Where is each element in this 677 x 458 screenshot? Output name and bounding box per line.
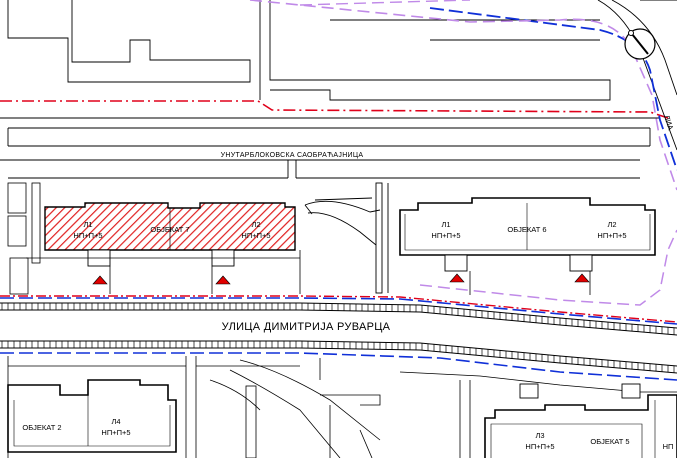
entrance-markers bbox=[92, 273, 590, 285]
north-arrow-icon bbox=[624, 28, 656, 60]
objekat7-l2: Л2 bbox=[251, 220, 260, 229]
objekat5-cut-label: НП bbox=[663, 442, 674, 451]
boundary-violet-east bbox=[419, 229, 677, 306]
service-road bbox=[0, 117, 660, 179]
entrance-marker-icon bbox=[574, 273, 590, 283]
side-street-label: ЛИА bbox=[662, 114, 675, 131]
objekat-7-labels: Л1 НП+П+5 ОБЈЕКАТ 7 Л2 НП+П+5 bbox=[73, 220, 270, 240]
objekat2-name: ОБЈЕКАТ 2 bbox=[22, 423, 61, 432]
objekat6-l2-floors: НП+П+5 bbox=[597, 231, 626, 240]
objekat7-l2-floors: НП+П+5 bbox=[241, 231, 270, 240]
main-street bbox=[0, 295, 677, 381]
entrance-marker-icon bbox=[92, 275, 108, 285]
entrance-marker-icon bbox=[215, 275, 231, 285]
regulation-line-north bbox=[0, 100, 669, 119]
boundary-violet-north bbox=[249, 0, 677, 191]
side-street bbox=[597, 0, 677, 151]
objekat6-l1-floors: НП+П+5 bbox=[431, 231, 460, 240]
boundary-violet-north-2 bbox=[299, 0, 471, 6]
objekat6-l2: Л2 bbox=[607, 220, 616, 229]
objekat-2 bbox=[7, 379, 177, 453]
access-ramp bbox=[304, 182, 389, 294]
objekat6-name: ОБЈЕКАТ 6 bbox=[507, 225, 546, 234]
objekat5-l3: Л3 bbox=[535, 431, 544, 440]
objekat7-name: ОБЈЕКАТ 7 bbox=[150, 225, 189, 234]
main-street-label: УЛИЦА ДИМИТРИЈА РУВАРЦА bbox=[222, 321, 391, 333]
courtyard-west bbox=[7, 182, 301, 295]
entrance-marker-icon bbox=[449, 273, 465, 283]
objekat6-l1: Л1 bbox=[441, 220, 450, 229]
objekat-5 bbox=[484, 383, 677, 458]
service-road-label: УНУТАРБЛОКОВСКА САОБРАЋАЈНИЦА bbox=[221, 152, 364, 159]
objekat-6 bbox=[399, 197, 656, 295]
objekat2-l4: Л4 bbox=[111, 417, 120, 426]
objekat5-l3-floors: НП+П+5 bbox=[525, 442, 554, 451]
street-ties-south bbox=[1, 341, 675, 373]
street-ties-north bbox=[1, 303, 675, 335]
parking-north bbox=[7, 0, 611, 101]
objekat5-name: ОБЈЕКАТ 5 bbox=[590, 437, 629, 446]
objekat2-l4-floors: НП+П+5 bbox=[101, 428, 130, 437]
objekat-6-labels: Л1 НП+П+5 ОБЈЕКАТ 6 Л2 НП+П+5 bbox=[431, 220, 626, 240]
objekat7-l1: Л1 bbox=[83, 220, 92, 229]
objekat7-l1-floors: НП+П+5 bbox=[73, 231, 102, 240]
south-block-lines bbox=[7, 356, 677, 458]
